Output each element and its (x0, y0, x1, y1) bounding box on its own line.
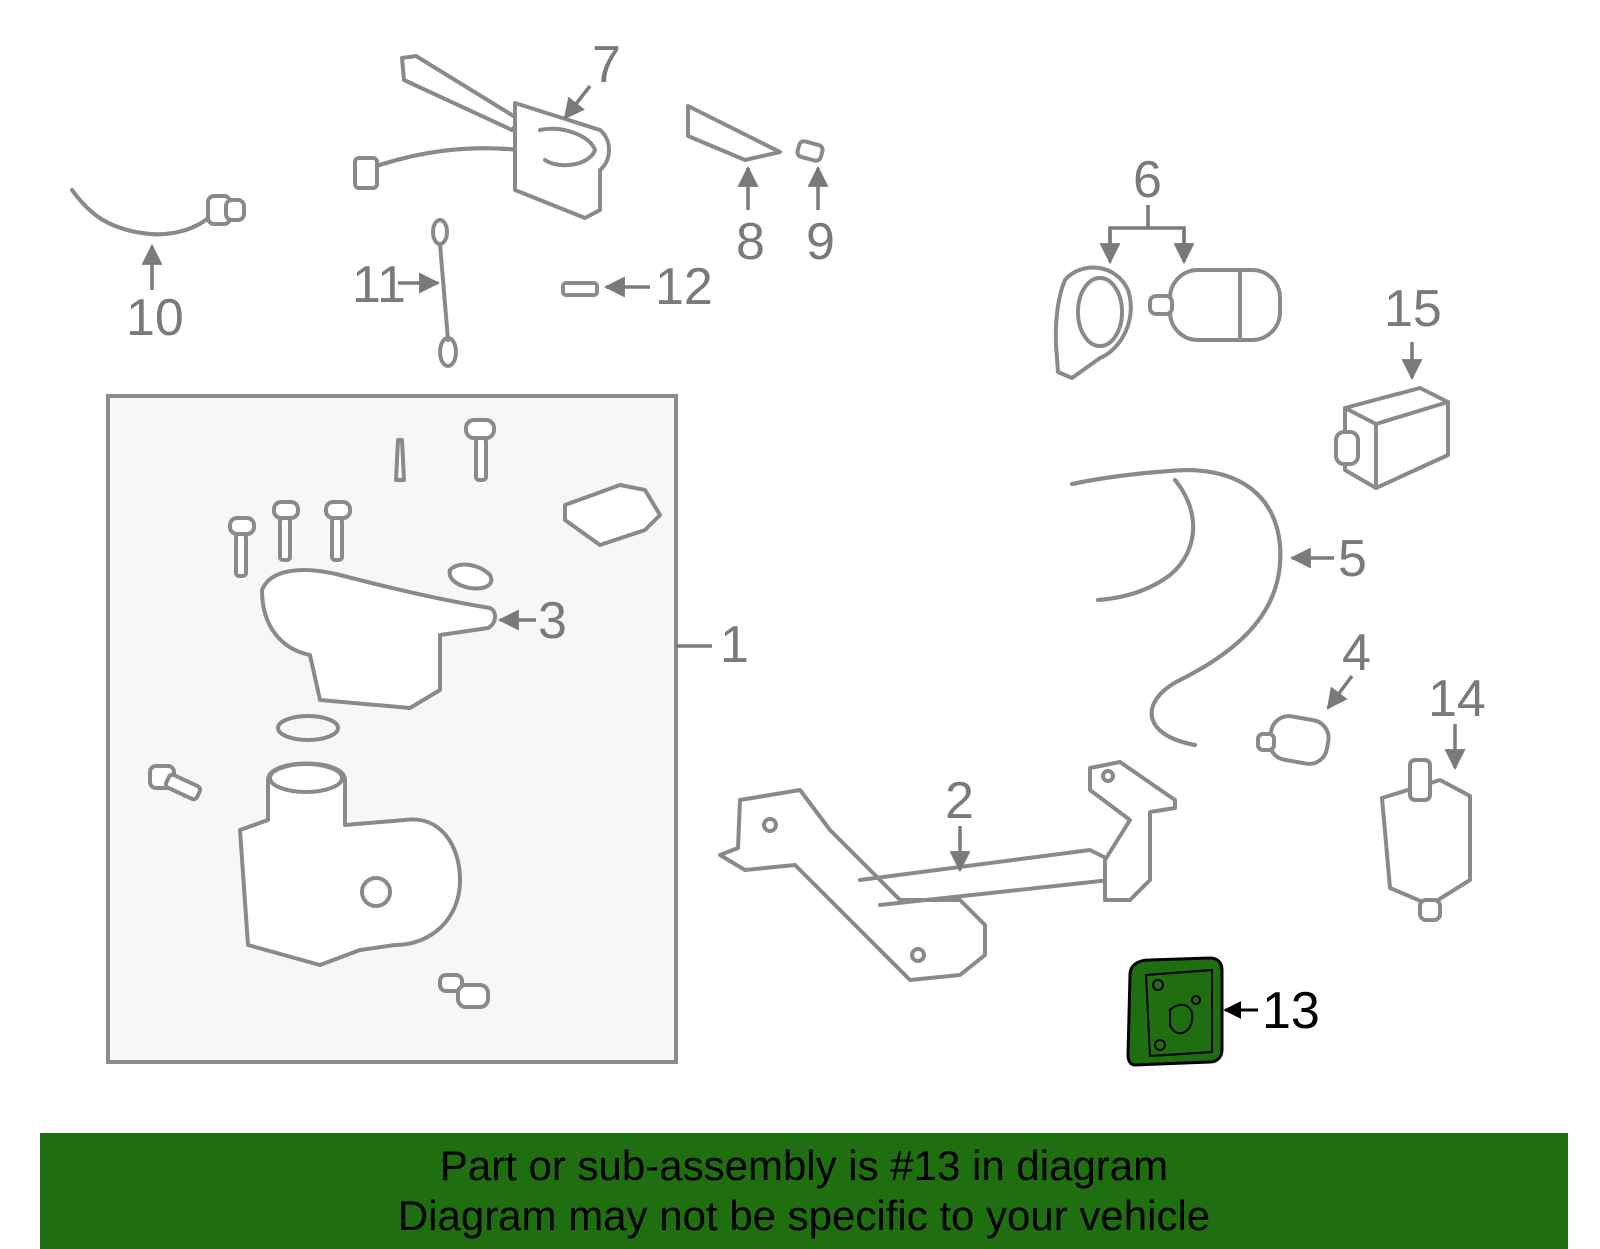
part-12-bolt[interactable] (561, 276, 650, 298)
callout-11: 11 (352, 256, 406, 314)
notice-banner: Part or sub-assembly is #13 in diagram D… (40, 1133, 1568, 1249)
part-1-abs-assembly[interactable] (106, 394, 712, 1064)
callout-2: 2 (945, 772, 974, 830)
callout-7: 7 (592, 36, 621, 94)
callout-4: 4 (1342, 624, 1371, 682)
callout-15: 15 (1384, 280, 1442, 338)
callout-13: 13 (1262, 982, 1320, 1040)
callout-1: 1 (720, 616, 749, 674)
part-14-actuator[interactable] (1380, 724, 1472, 922)
part-7-bracket[interactable] (353, 54, 611, 220)
part-10-wire-harness[interactable] (70, 188, 246, 290)
part-15-module[interactable] (1334, 342, 1450, 490)
callout-14: 14 (1428, 670, 1486, 728)
callout-3: 3 (538, 592, 567, 650)
banner-line-part-number: Part or sub-assembly is #13 in diagram (439, 1142, 1169, 1189)
banner-line-disclaimer: Diagram may not be specific to your vehi… (397, 1192, 1211, 1239)
part-2-bracket[interactable] (718, 760, 1177, 982)
part-4-sensor[interactable] (1256, 674, 1354, 767)
callout-5: 5 (1338, 530, 1367, 588)
part-8-plate[interactable] (686, 104, 782, 210)
part-9-clip[interactable] (795, 139, 829, 210)
callout-8: 8 (736, 213, 765, 271)
part-5-hose[interactable] (1070, 468, 1334, 747)
part-6-motor-assembly[interactable] (1053, 205, 1282, 380)
callout-12: 12 (655, 258, 713, 316)
part-11-strap[interactable] (398, 218, 458, 368)
part-13-highlighted[interactable] (1126, 956, 1258, 1067)
callout-9: 9 (806, 213, 835, 271)
callout-6: 6 (1133, 151, 1162, 209)
callout-10: 10 (126, 289, 184, 347)
